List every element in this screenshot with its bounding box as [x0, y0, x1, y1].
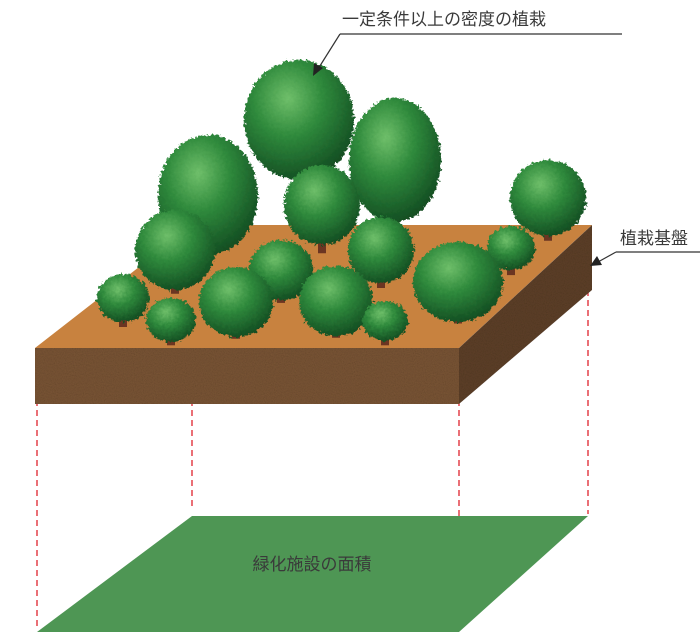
tree [146, 298, 196, 346]
green-area-parallelogram [37, 516, 588, 632]
tree-crown [146, 298, 196, 342]
tree-crown [362, 301, 408, 341]
tree [284, 165, 360, 254]
trees-group [97, 60, 586, 346]
green-area-label: 緑化施設の面積 [253, 555, 372, 575]
soil-side-face [459, 225, 592, 404]
soil-front-face [35, 348, 459, 404]
tree [487, 226, 535, 276]
tree [135, 210, 215, 294]
tree [348, 217, 414, 288]
tree-crown [284, 165, 360, 245]
tree-crown [199, 267, 273, 337]
tree-crown [97, 274, 149, 322]
tree-crown [135, 210, 215, 290]
callout-planting-base: 植栽基盤 [590, 229, 700, 266]
planting-base-label: 植栽基盤 [620, 229, 688, 249]
planting-density-arrowhead [313, 63, 323, 76]
tree-crown [299, 266, 373, 336]
tree [97, 274, 149, 327]
tree-crown [348, 217, 414, 283]
planting-density-leader [317, 33, 341, 70]
tree [362, 301, 408, 346]
tree-crown [413, 242, 503, 322]
planting-density-label: 一定条件以上の密度の植栽 [342, 10, 546, 30]
planting-base-leader [597, 251, 617, 263]
callout-planting-density: 一定条件以上の密度の植栽 [313, 10, 622, 76]
tree [349, 98, 441, 226]
tree [413, 242, 503, 324]
tree [199, 267, 273, 339]
tree-crown [487, 226, 535, 270]
tree-crown [349, 98, 441, 222]
tree [299, 266, 373, 338]
tree-crown [510, 160, 586, 236]
tree-crown [244, 60, 354, 180]
tree [244, 60, 354, 190]
planting-base-arrowhead [590, 256, 602, 266]
tree [510, 160, 586, 241]
